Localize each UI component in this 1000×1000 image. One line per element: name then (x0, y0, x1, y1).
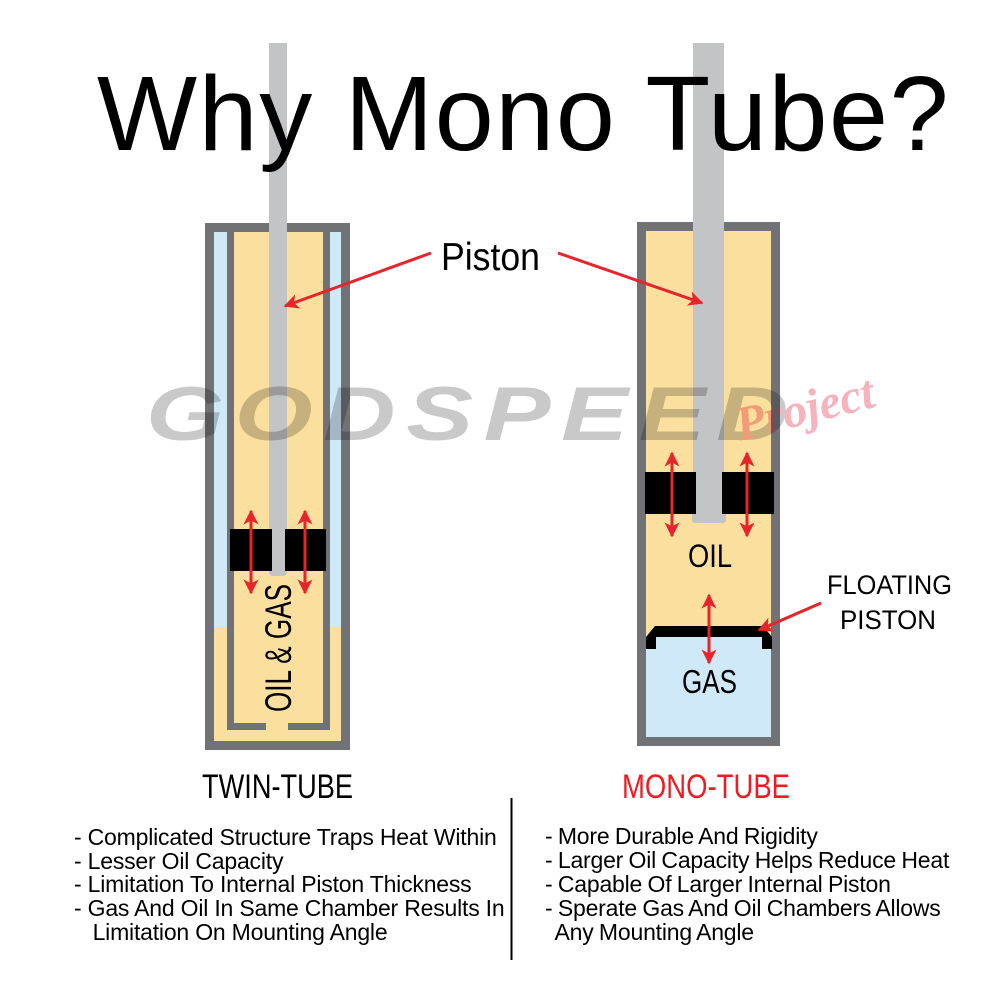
svg-text:OIL & GAS: OIL & GAS (258, 584, 299, 712)
svg-text:TWIN-TUBE: TWIN-TUBE (202, 768, 353, 806)
svg-text:FLOATING: FLOATING (827, 570, 952, 600)
svg-text:PISTON: PISTON (840, 605, 936, 635)
svg-text:GAS: GAS (682, 663, 737, 700)
svg-text:OIL: OIL (688, 538, 732, 574)
svg-text:Piston: Piston (441, 236, 540, 279)
svg-text:MONO-TUBE: MONO-TUBE (622, 768, 790, 806)
